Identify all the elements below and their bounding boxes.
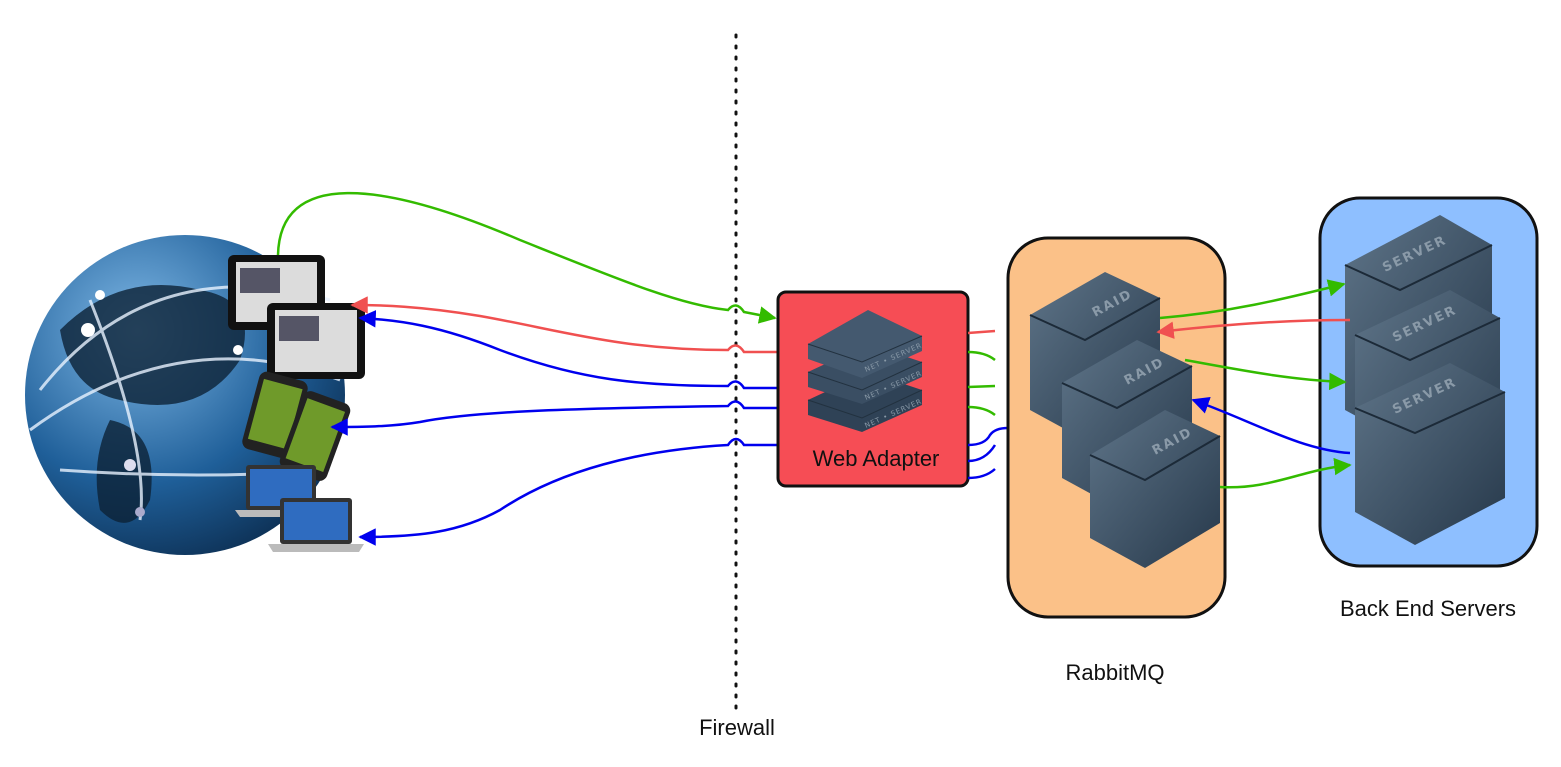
error-response-arrow — [350, 296, 778, 354]
adapter-queue-connectors — [967, 329, 1009, 480]
error-response-arrow — [1156, 318, 1351, 339]
rabbitmq-label: RabbitMQ — [1065, 660, 1164, 685]
request-arrow — [276, 191, 777, 324]
response-arrow — [358, 437, 778, 546]
request-arrow — [1219, 457, 1352, 489]
raid-server-icon: RAID — [1089, 410, 1221, 568]
backend-servers-node: SERVER SERVER SERVER — [1318, 196, 1539, 568]
rabbitmq-node: RAID RAID RAID — [1006, 236, 1227, 619]
firewall-label: Firewall — [699, 715, 775, 740]
request-arrow — [1159, 279, 1346, 320]
response-arrow — [1191, 396, 1351, 455]
tower-server-icon: SERVER — [1354, 363, 1506, 545]
response-arrow — [330, 400, 778, 436]
web-adapter-label: Web Adapter — [813, 446, 940, 471]
web-adapter-node: NET • SERVER NET • SERVER NET • SERVER W… — [776, 290, 970, 488]
back-end-servers-label: Back End Servers — [1340, 596, 1516, 621]
response-arrow — [358, 310, 778, 390]
tablet-icon — [267, 303, 365, 379]
request-arrow — [1184, 358, 1347, 391]
smartphone-icon — [279, 391, 351, 481]
laptop-icon — [268, 498, 364, 552]
